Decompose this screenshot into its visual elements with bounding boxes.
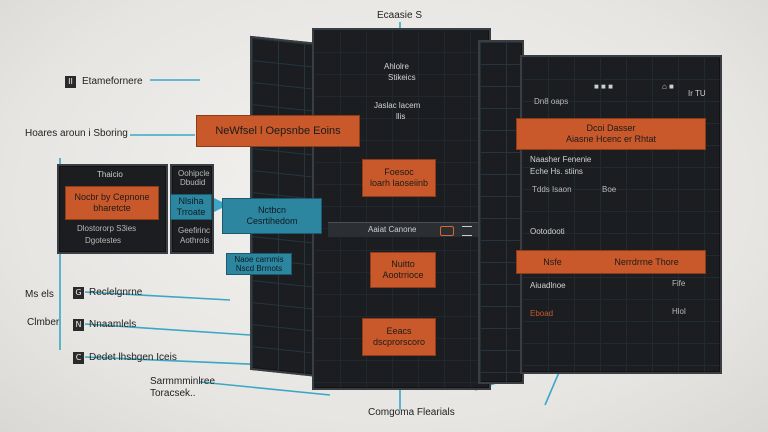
right-label5-2: Eboad xyxy=(530,309,554,318)
sarmminre-label: Sarmmminlree xyxy=(150,376,216,387)
center-box-2-line1: Nuitto xyxy=(391,259,415,269)
center-blue-box[interactable]: Nctbcn Cesrtihedom xyxy=(222,198,322,234)
right-box-1-line2: Aiasne Hcenc er Rhtat xyxy=(565,134,657,144)
side-bottom-2: Aothrois xyxy=(180,236,210,245)
center-mid-text-2: llis xyxy=(396,112,406,121)
right-top-icons-3: Ir TU xyxy=(688,89,706,98)
right-top-small: Dn8 oaps xyxy=(534,97,569,106)
side-top-2: Dbudid xyxy=(180,178,206,187)
right-box-1-line1: Dcoi Dasser xyxy=(586,123,636,133)
left-side-column: Oohipcle Dbudid Nlsiha Trroate Geefirinc… xyxy=(170,164,214,254)
side-blue-box[interactable]: Nlsiha Trroate xyxy=(170,194,212,220)
center-box-2[interactable]: Nuitto Aootrrioce xyxy=(370,252,436,288)
header-orange-box[interactable]: NeWfsel l Oepsnbe Eoins xyxy=(196,115,360,147)
divider-label: Aaiat Canone xyxy=(368,225,417,234)
center-box-1[interactable]: Foesoc loarh laoseiinb xyxy=(362,159,436,197)
right-box-4[interactable]: Nsfe Nerrdrrne Thore xyxy=(516,250,706,274)
center-blue-small[interactable]: Naoe carnmis Nscd Brrnots xyxy=(226,253,292,275)
right-row2-2: Boe xyxy=(602,185,617,194)
side-top-1: Oohipcle xyxy=(178,169,210,178)
blue-small-line2: Nscd Brrnots xyxy=(235,264,283,273)
left-orange-line1: Nocbr by Cepnone xyxy=(74,192,150,202)
header-orange-label: NeWfsel l Oepsnbe Eoins xyxy=(215,124,341,137)
left-orange-box[interactable]: Nocbr by Cepnone bharetcte xyxy=(65,186,159,220)
right-panel: ■ ■ ■ ⌂ ■ Ir TU Dn8 oaps Naasher Fenenie… xyxy=(520,55,722,374)
dedet-label: Dedet lhsbgen Iceis xyxy=(89,352,177,363)
left-orange-line2: bharetcte xyxy=(93,203,131,213)
side-blue-line1: Nlsiha xyxy=(178,196,204,206)
reclelgnrne-label: Reclelgnrne xyxy=(89,287,143,298)
ms-mark: G xyxy=(73,287,84,299)
center-top-text-2: Stikeics xyxy=(388,73,416,82)
right-row2-1: Tdds Isaon xyxy=(532,185,572,194)
clmber-label: Clmber xyxy=(27,317,60,328)
left-panel-title: Thaicio xyxy=(97,170,123,179)
bottom-caption: Comgoma Flearials xyxy=(368,407,455,418)
center-top-text-1: Ahlolre xyxy=(384,62,409,71)
center-blue-line2: Cesrtihedom xyxy=(246,216,298,226)
right-box-1[interactable]: Dcoi Dasser Aiasne Hcenc er Rhtat xyxy=(516,118,706,150)
center-box-1-line1: Foesoc xyxy=(384,167,414,177)
center-box-3[interactable]: Eeacs dscprorscoro xyxy=(362,318,436,356)
hoares-label: Hoares aroun i Sboring xyxy=(25,128,128,139)
center-mid-text-1: Jaslac lacem xyxy=(374,101,421,110)
right-box-4-line1: Nsfe xyxy=(543,256,562,267)
ms-label: Ms els xyxy=(25,289,54,300)
ns-label: Nnaamlels xyxy=(89,319,137,330)
left-footer-2: Dgotestes xyxy=(85,236,122,245)
center-right-face xyxy=(478,40,524,384)
center-box-3-line1: Eeacs xyxy=(386,326,412,336)
right-top-icons-2: ⌂ ■ xyxy=(662,82,674,91)
right-text2-line1: Naasher Fenenie xyxy=(530,155,592,164)
ns-mark: N xyxy=(73,319,84,331)
center-blue-line1: Nctbcn xyxy=(257,205,286,215)
right-label3: Ootodooti xyxy=(530,227,565,236)
left-footer-1: Dlostororp S3ies xyxy=(77,224,137,233)
right-top-icons-1: ■ ■ ■ xyxy=(594,82,613,91)
right-box-4-line2: Nerrdrrne Thore xyxy=(614,256,679,267)
left-panel: Thaicio Nocbr by Cepnone bharetcte Dlost… xyxy=(57,164,168,254)
side-bottom-1: Geefirinc xyxy=(178,226,211,235)
toracsek-label: Toracsek.. xyxy=(150,388,196,399)
center-divider-bar: Aaiat Canone xyxy=(328,222,478,237)
center-box-1-line2: loarh laoseiinb xyxy=(369,178,429,188)
side-blue-line2: Trroate xyxy=(176,207,206,217)
top-title: Ecaasie S xyxy=(377,10,423,21)
element-mark: II xyxy=(65,76,76,88)
right5-2: Hlol xyxy=(672,307,686,316)
blue-small-line1: Naoe carnmis xyxy=(234,255,284,264)
right5-1: Fife xyxy=(672,279,686,288)
right-text2-line2: Eche Hs. stiins xyxy=(530,167,583,176)
menu-icon[interactable] xyxy=(462,226,472,236)
right-label5-1: Aiuadlnoe xyxy=(530,281,566,290)
center-box-2-line2: Aootrrioce xyxy=(382,270,424,280)
center-box-3-line2: dscprorscoro xyxy=(372,337,426,347)
divider-tag-icon xyxy=(440,226,454,236)
element-label: Etamefornere xyxy=(82,76,143,87)
c-mark: C xyxy=(73,352,84,364)
